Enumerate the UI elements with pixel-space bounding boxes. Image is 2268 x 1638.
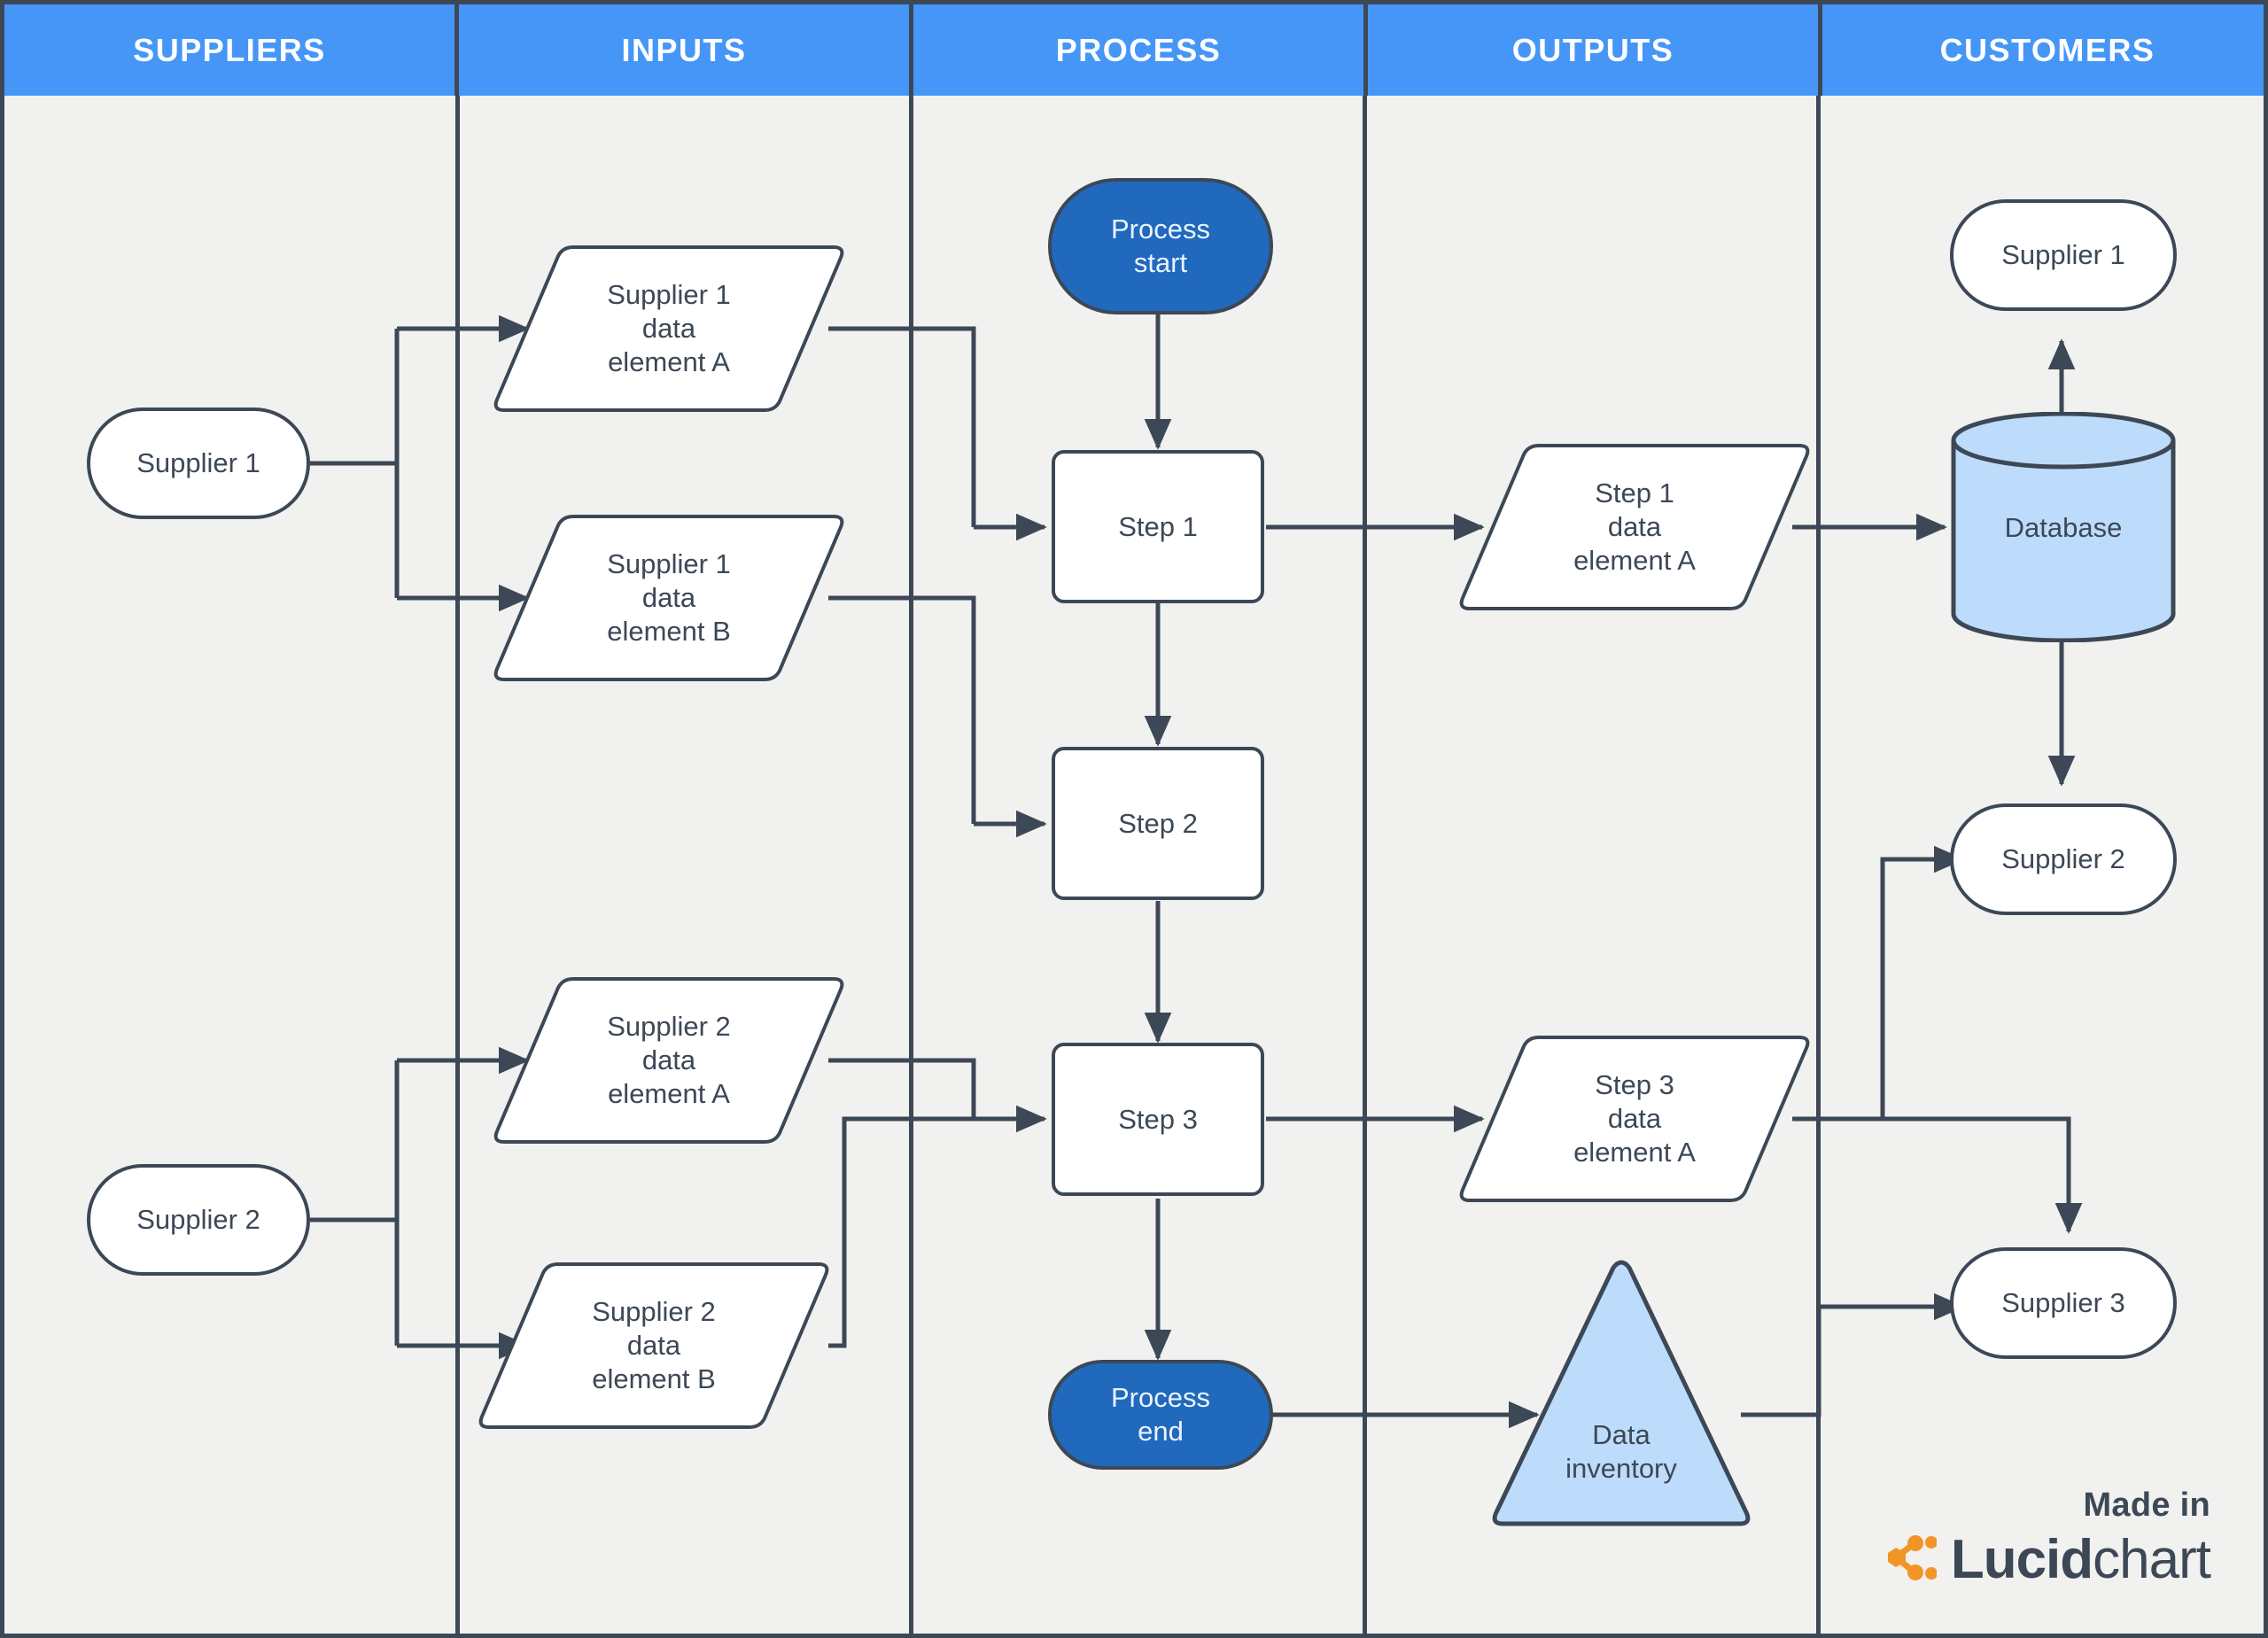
customer-node-supplier-2[interactable]: Supplier 2 [1950,803,2177,915]
lucidchart-branding: Made in Lucidchart [1882,1487,2211,1589]
wordmark-chart: chart [2093,1528,2211,1590]
input-node-supplier-1-data-element-b[interactable]: Supplier 1 data element B [492,509,846,687]
wordmark-lucid: Lucid [1950,1528,2093,1590]
customer-node-database[interactable]: Database [1950,412,2177,642]
edge-output-3a-to-supplier2 [1880,845,1965,1119]
output-node-step-1-data-element-a[interactable]: Step 1 data element A [1457,439,1812,616]
process-start-label-line-1: Process [1111,213,1210,245]
customer-node-label: Supplier 2 [2001,843,2125,875]
edge-input-2b-to-step3 [828,1105,1047,1348]
output-node-step-3-data-element-a[interactable]: Step 3 data element A [1457,1030,1812,1207]
made-in-label: Made in [2083,1487,2210,1524]
column-divider-3 [1363,96,1367,1634]
process-node-step-3[interactable]: Step 3 [1052,1043,1264,1196]
process-step-label: Step 2 [1118,807,1198,839]
supplier-node-supplier-1[interactable]: Supplier 1 [87,408,310,519]
process-end-label-line-2: end [1138,1416,1184,1447]
column-header-customers: CUSTOMERS [1822,4,2264,96]
customer-node-label: Supplier 1 [2001,239,2125,271]
process-node-process-end[interactable]: Process end [1048,1360,1273,1470]
column-header-process: PROCESS [913,4,1368,96]
edge-input-1b-to-step2-leg [828,595,976,824]
input-node-supplier-1-data-element-a[interactable]: Supplier 1 data element A [492,240,846,417]
edge-output-3a-to-supplier3 [1883,1116,2083,1234]
customer-node-label: Supplier 3 [2001,1287,2125,1319]
column-header-suppliers: SUPPLIERS [4,4,459,96]
supplier-node-label: Supplier 2 [136,1204,260,1236]
customer-node-supplier-3[interactable]: Supplier 3 [1950,1247,2177,1359]
supplier-node-supplier-2[interactable]: Supplier 2 [87,1164,310,1276]
process-node-step-2[interactable]: Step 2 [1052,747,1264,900]
edge-data-inventory-to-supplier3 [1741,1293,1965,1417]
process-node-process-start[interactable]: Process start [1048,178,1273,314]
edge-input-1a-to-step1-leg [828,326,976,527]
edge-input-2a-to-step3-leg [828,1058,976,1119]
swimlane-header-row: SUPPLIERS INPUTS PROCESS OUTPUTS CUSTOME… [4,4,2264,96]
column-header-inputs: INPUTS [459,4,913,96]
process-step-label: Step 1 [1118,510,1198,542]
lucidchart-lockup: Lucidchart [1882,1530,2211,1589]
column-divider-4 [1816,96,1821,1634]
process-step-label: Step 3 [1118,1103,1198,1135]
lucidchart-logo-icon [1882,1530,1938,1589]
column-divider-1 [455,96,460,1634]
process-end-label-line-1: Process [1111,1382,1210,1414]
input-node-supplier-2-data-element-a[interactable]: Supplier 2 data element A [492,972,846,1149]
supplier-node-label: Supplier 1 [136,447,260,479]
input-node-supplier-2-data-element-b[interactable]: Supplier 2 data element B [477,1257,831,1434]
process-node-step-1[interactable]: Step 1 [1052,450,1264,603]
column-header-outputs: OUTPUTS [1368,4,1822,96]
output-node-data-inventory[interactable]: Data inventory [1488,1254,1754,1537]
process-start-label-line-2: start [1133,247,1188,278]
column-divider-2 [909,96,913,1634]
customer-node-supplier-1[interactable]: Supplier 1 [1950,199,2177,311]
lucidchart-wordmark: Lucidchart [1951,1532,2211,1588]
